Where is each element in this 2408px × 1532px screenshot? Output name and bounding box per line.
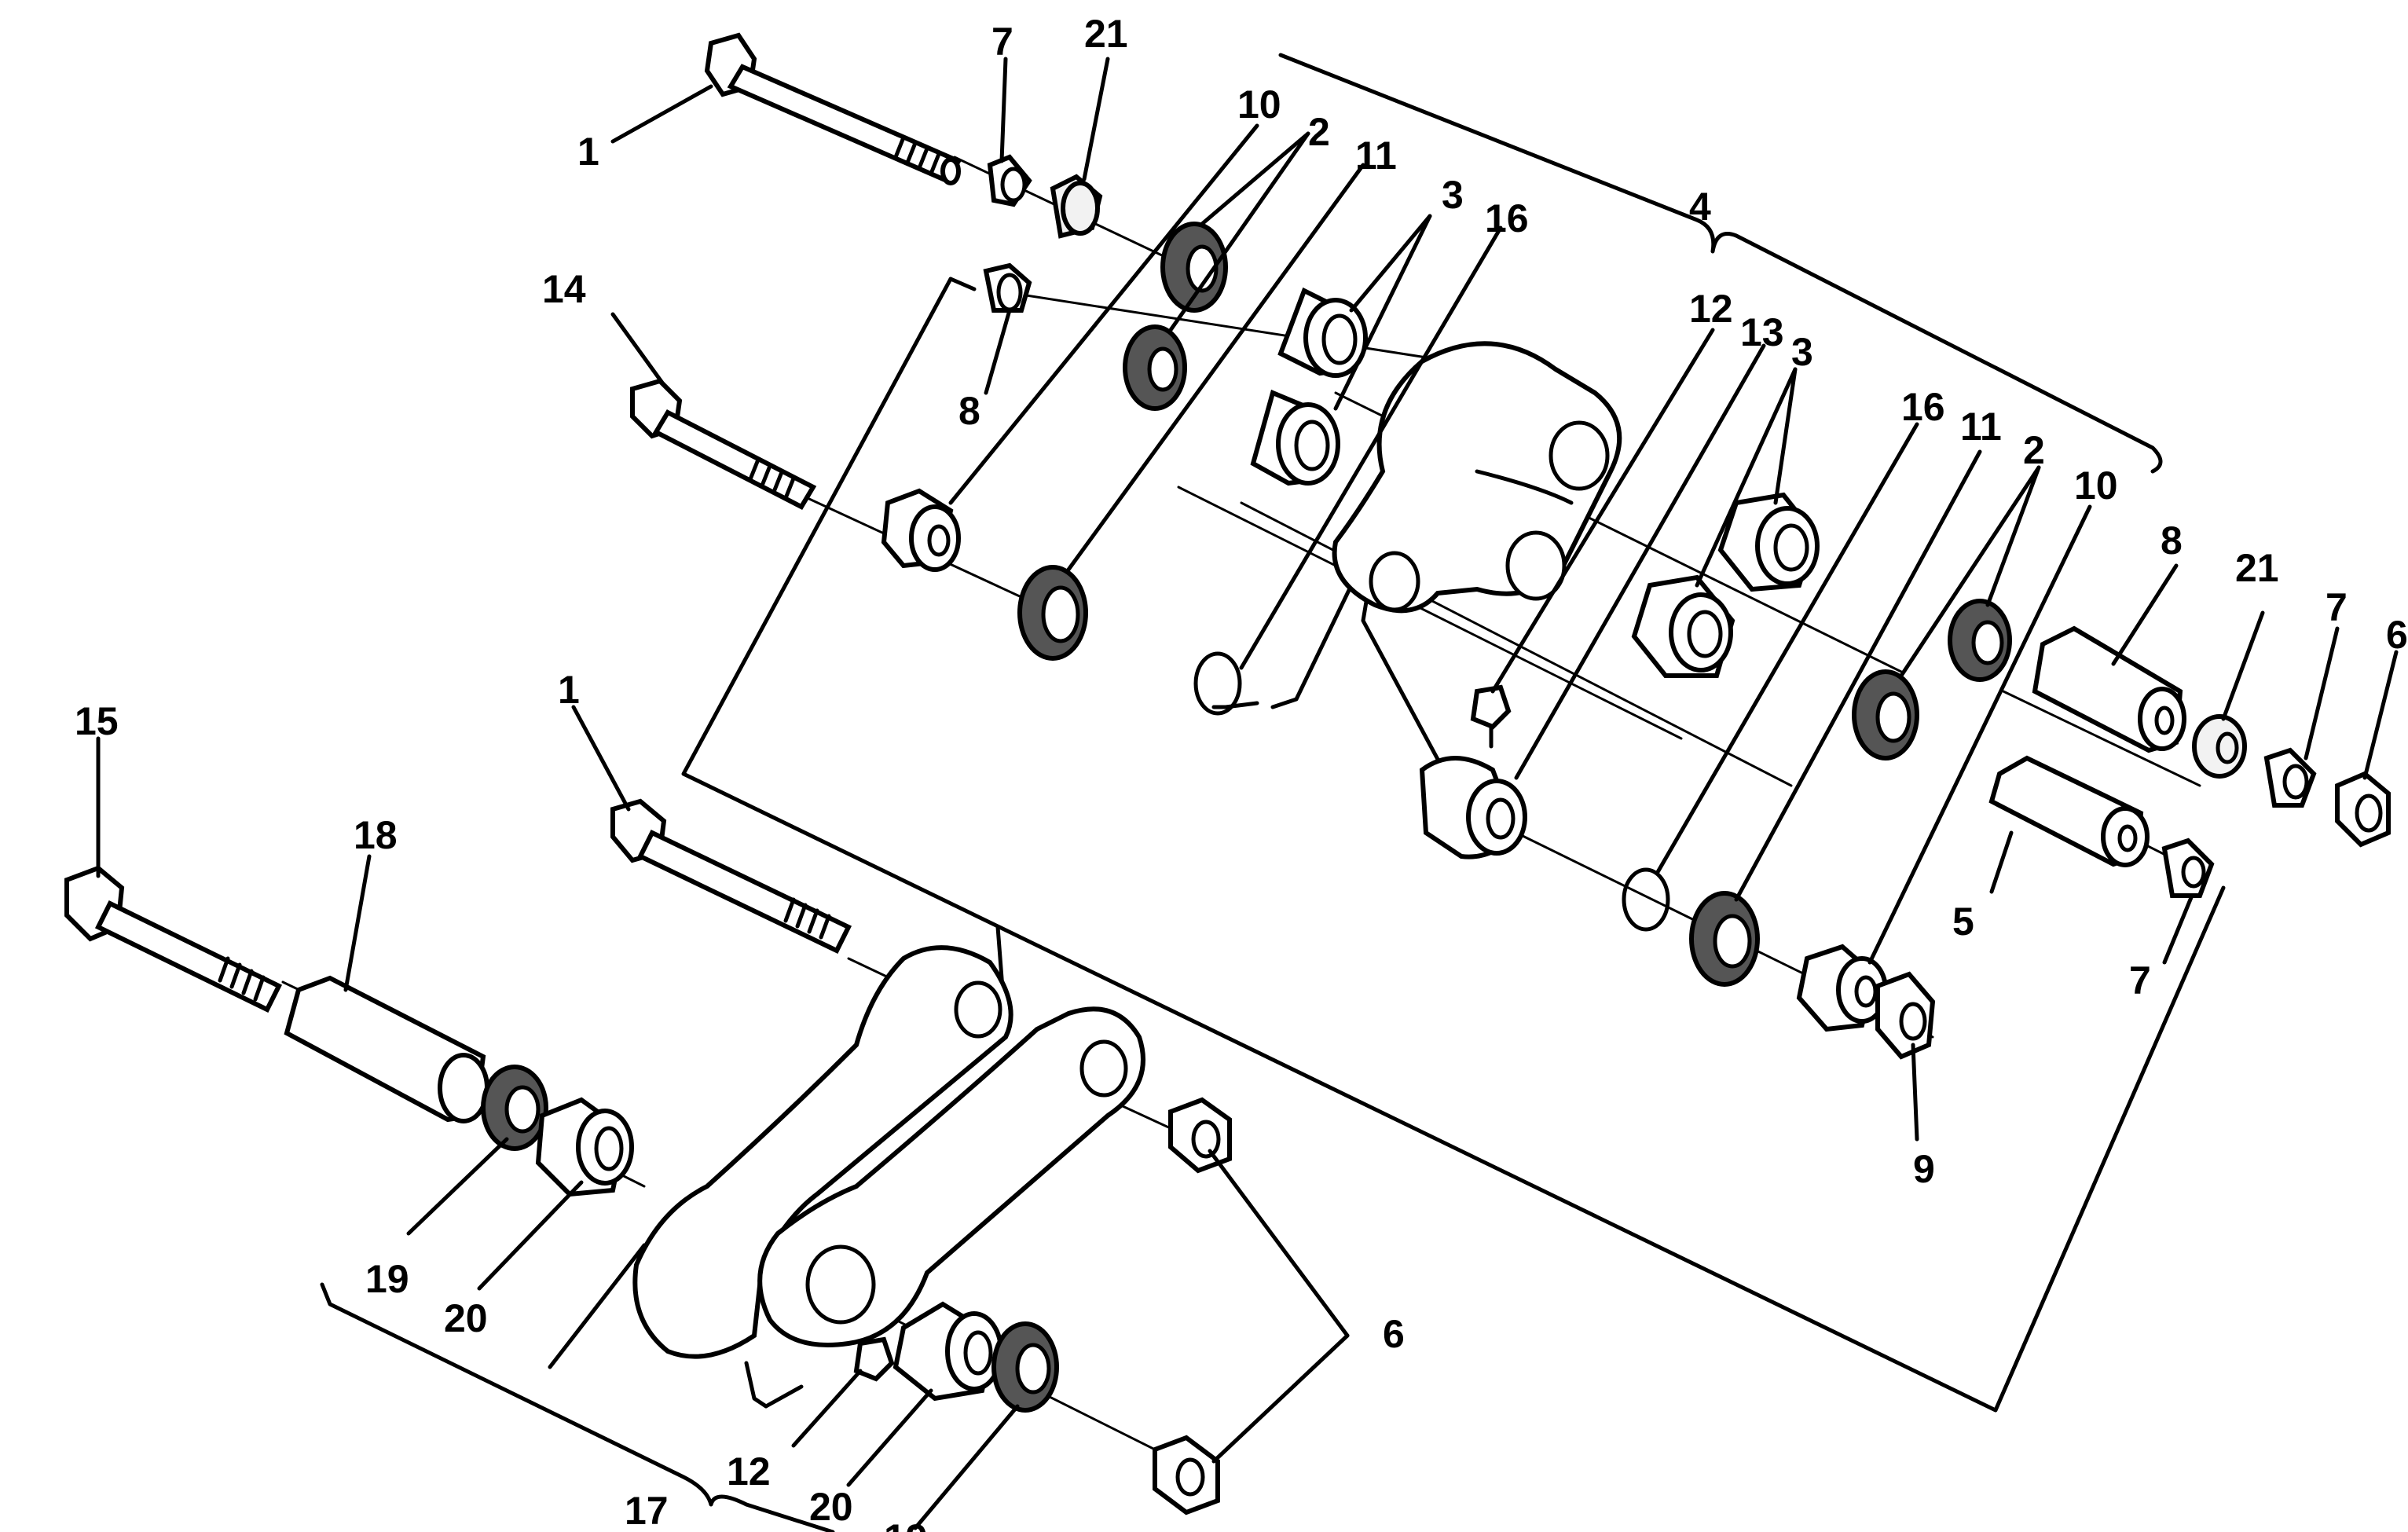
frame-lines (320, 53, 2226, 1532)
ring-8-upper (983, 262, 1032, 313)
callout-16-upper: 16 (1485, 196, 1529, 240)
spacer-21-right (2192, 714, 2247, 779)
callout-3-upper: 3 (1442, 173, 1464, 217)
callout-16-lower: 16 (1901, 385, 1945, 429)
bushing-3-upper-b (1250, 389, 1340, 486)
rocker-4 (1332, 341, 1622, 614)
leader-lines (96, 57, 2399, 1530)
washer-7-lower-right (2161, 837, 2215, 898)
sleeve-8-right (2032, 625, 2186, 753)
callout-9: 9 (1913, 1147, 1935, 1191)
callout-14: 14 (542, 267, 586, 311)
bushing-20-right (892, 1301, 1003, 1402)
callout-15: 15 (75, 699, 119, 743)
seal-2-upper-a (1160, 222, 1228, 313)
nut-6-lower-bottom (1153, 1435, 1220, 1516)
callout-7-upper: 7 (991, 20, 1013, 64)
sleeve-18 (284, 975, 489, 1123)
callout-12-upper: 12 (1689, 287, 1733, 331)
spacer-21-upper (1050, 174, 1103, 239)
linkage-17 (632, 945, 1145, 1359)
nut-9 (1875, 971, 1936, 1060)
callout-7-lower-right: 7 (2129, 958, 2151, 1002)
seal-11-upper-left (1017, 565, 1088, 661)
callout-8-right: 8 (2161, 519, 2183, 563)
callout-20-left: 20 (444, 1296, 488, 1340)
seal-19-right (991, 1321, 1059, 1413)
bushing-3-right-a (1717, 492, 1820, 592)
grease-nipple-12-upper (1470, 684, 1512, 749)
washer-7-right (2263, 747, 2317, 808)
seal-2-upper-b (1123, 324, 1187, 411)
callout-6-lower: 6 (1383, 1312, 1405, 1356)
nut-6-right (2335, 771, 2391, 848)
callout-8-upper: 8 (958, 389, 980, 433)
callout-2-right: 2 (2023, 428, 2045, 472)
washer-7-upper (987, 154, 1032, 207)
callout-20-right: 20 (809, 1485, 853, 1529)
callout-21-right: 21 (2235, 546, 2279, 590)
callout-6-right: 6 (2386, 613, 2408, 657)
callout-10-right: 10 (2074, 464, 2118, 508)
callout-2-upper: 2 (1308, 110, 1330, 154)
grease-nipple-12-lower (853, 1336, 895, 1382)
callout-1-upper: 1 (577, 130, 599, 174)
bushing-3-right-b (1631, 574, 1735, 678)
callout-labels: 1 7 21 10 2 11 3 16 4 14 8 12 13 3 16 11… (75, 12, 2408, 1532)
bolt-upper (704, 32, 962, 185)
nut-6-lower-upper (1168, 1097, 1232, 1174)
axis-lines (281, 156, 2201, 1471)
circlip-16-lower (1622, 867, 1670, 932)
bolt-lower (610, 798, 852, 954)
callout-21-upper: 21 (1084, 12, 1128, 56)
callout-13: 13 (1740, 310, 1784, 354)
callout-4: 4 (1689, 185, 1711, 229)
seal-2-right-b (1852, 669, 1919, 761)
bushing-3-upper-a (1277, 287, 1368, 378)
bushing-20-left (535, 1097, 634, 1197)
seal-2-right-a (1948, 599, 2012, 682)
seal-11-lower (1689, 891, 1760, 987)
callout-11-upper: 11 (1355, 134, 1397, 178)
sleeve-5 (1988, 755, 2150, 867)
callout-3-right: 3 (1791, 330, 1813, 374)
callout-1-lower: 1 (558, 668, 580, 712)
seal-19-left (481, 1065, 548, 1151)
callout-7-right: 7 (2326, 585, 2348, 629)
callout-19-right: 19 (884, 1516, 928, 1532)
bushing-10-upper-left (881, 488, 961, 572)
bolt-15 (64, 865, 283, 1013)
callout-18: 18 (354, 813, 398, 857)
callout-11-right: 11 (1960, 405, 2002, 449)
callout-10-upper: 10 (1237, 82, 1281, 126)
callout-5: 5 (1952, 900, 1974, 944)
circlip-16-upper (1193, 651, 1242, 716)
callout-19-left: 19 (365, 1257, 409, 1301)
callout-12-lower: 12 (727, 1450, 771, 1494)
bushing-10-lower (1796, 944, 1888, 1032)
bushing-13 (1419, 756, 1527, 859)
callout-17: 17 (625, 1489, 669, 1532)
bolt-14 (630, 378, 817, 510)
